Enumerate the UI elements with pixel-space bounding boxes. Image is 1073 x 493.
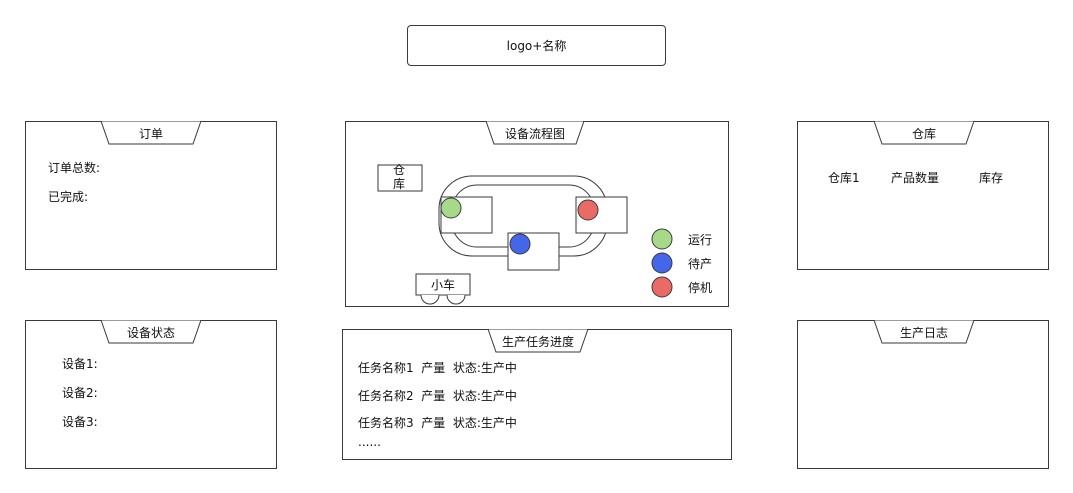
order-total-label: 订单总数: [48, 161, 101, 175]
flow-diagram [377, 164, 673, 305]
legend-dot-running [651, 228, 673, 250]
legend-label-waiting: 待产 [688, 257, 713, 271]
warehouse-panel-tab: 仓库 [874, 121, 974, 145]
device-1-label: 设备1: [62, 357, 98, 371]
production-log-panel-tab: 生产日志 [874, 320, 974, 344]
warehouse-panel: 仓库 仓库1 产品数量 库存 [797, 121, 1049, 270]
machine-right-status-dot [577, 199, 599, 221]
tab-shape [874, 121, 974, 145]
task-more-ellipsis: ...... [358, 435, 381, 449]
cart-body [415, 273, 471, 296]
warehouse-panel-title: 仓库 [911, 126, 936, 141]
machine-bottom-status-dot [509, 233, 531, 255]
device-3-label: 设备3: [62, 415, 98, 429]
cart-wheel-left [420, 294, 440, 305]
warehouse-col-quantity: 产品数量 [891, 171, 940, 185]
device-2-label: 设备2: [62, 386, 98, 400]
legend-dot-stopped [651, 276, 673, 298]
order-panel: 订单 订单总数: 已完成: [25, 121, 277, 270]
production-log-panel-title: 生产日志 [899, 325, 948, 340]
task-row-3: 任务名称3 产量 状态:生产中 [358, 416, 517, 430]
device-status-panel-tab: 设备状态 [101, 320, 201, 344]
logo-title-box: logo+名称 [407, 25, 666, 66]
warehouse-block [377, 164, 423, 192]
warehouse-block-label-2: 库 [393, 177, 406, 191]
tab-shape [488, 329, 588, 353]
device-status-panel: 设备状态 设备1: 设备2: 设备3: [25, 320, 277, 469]
legend-dot-waiting [651, 252, 673, 274]
tab-shape [101, 121, 201, 145]
warehouse-col-name: 仓库1 [828, 171, 860, 185]
warehouse-col-stock: 库存 [979, 171, 1004, 185]
order-panel-tab: 订单 [101, 121, 201, 145]
flow-panel-tab: 设备流程图 [486, 121, 584, 145]
machine-left-status-dot [440, 197, 462, 219]
cart-wheel-right [446, 294, 466, 305]
device-status-panel-title: 设备状态 [126, 325, 175, 340]
task-progress-panel: 生产任务进度 任务名称1 产量 状态:生产中 任务名称2 产量 状态:生产中 任… [342, 329, 732, 460]
task-row-2: 任务名称2 产量 状态:生产中 [358, 389, 517, 403]
logo-title: logo+名称 [506, 39, 567, 53]
task-row-1: 任务名称1 产量 状态:生产中 [358, 361, 517, 375]
tab-shape [874, 320, 974, 344]
flow-panel: 设备流程图 仓 库 小车 运行 待产 停机 [345, 121, 729, 307]
task-progress-panel-title: 生产任务进度 [501, 334, 574, 349]
tab-shape [101, 320, 201, 344]
tab-shape [486, 121, 584, 145]
order-panel-title: 订单 [138, 126, 163, 141]
legend-label-stopped: 停机 [688, 281, 713, 295]
flow-panel-title: 设备流程图 [504, 126, 565, 141]
legend-label-running: 运行 [688, 233, 713, 247]
cart-label: 小车 [431, 278, 456, 292]
warehouse-block-label-1: 仓 [393, 163, 406, 177]
order-completed-label: 已完成: [48, 190, 89, 204]
production-log-panel: 生产日志 [797, 320, 1049, 469]
task-progress-panel-tab: 生产任务进度 [488, 329, 588, 353]
